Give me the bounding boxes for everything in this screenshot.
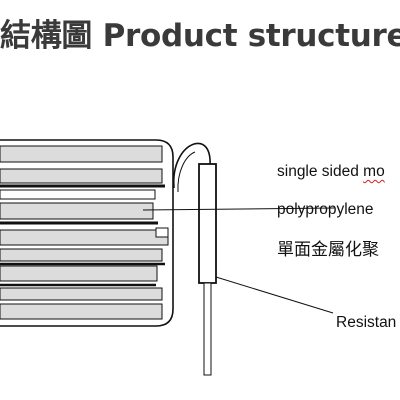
lead-wire-curve xyxy=(172,142,211,189)
film-layer-3 xyxy=(0,189,156,200)
film-layer-4 xyxy=(0,202,154,220)
film-layer-5 xyxy=(0,229,169,246)
label-resistance: Resistan xyxy=(336,314,397,331)
film-layer-6 xyxy=(0,248,163,262)
film-layer-7 xyxy=(0,265,158,282)
film-layer-2 xyxy=(0,168,163,184)
label-chinese-description: 單面金屬化聚 xyxy=(277,240,379,260)
label-single-sided-metallized: single sided mo xyxy=(277,163,385,181)
label-single-sided-prefix: single sided xyxy=(277,163,364,180)
resistor-body xyxy=(198,163,217,284)
slide-title: 結構圖 Product structure xyxy=(0,18,400,54)
electrode-tab xyxy=(155,227,169,238)
leader-line-resistance xyxy=(215,276,334,314)
label-polypropylene: polypropylene xyxy=(277,201,374,218)
film-layer-1 xyxy=(0,145,163,163)
film-layer-9 xyxy=(0,303,163,320)
label-single-sided-suffix: mo xyxy=(363,163,385,180)
resistor-lead xyxy=(203,282,212,376)
lead-wire-inner xyxy=(177,151,196,193)
film-layer-8 xyxy=(0,287,163,301)
leader-line-polypropylene xyxy=(142,207,335,211)
